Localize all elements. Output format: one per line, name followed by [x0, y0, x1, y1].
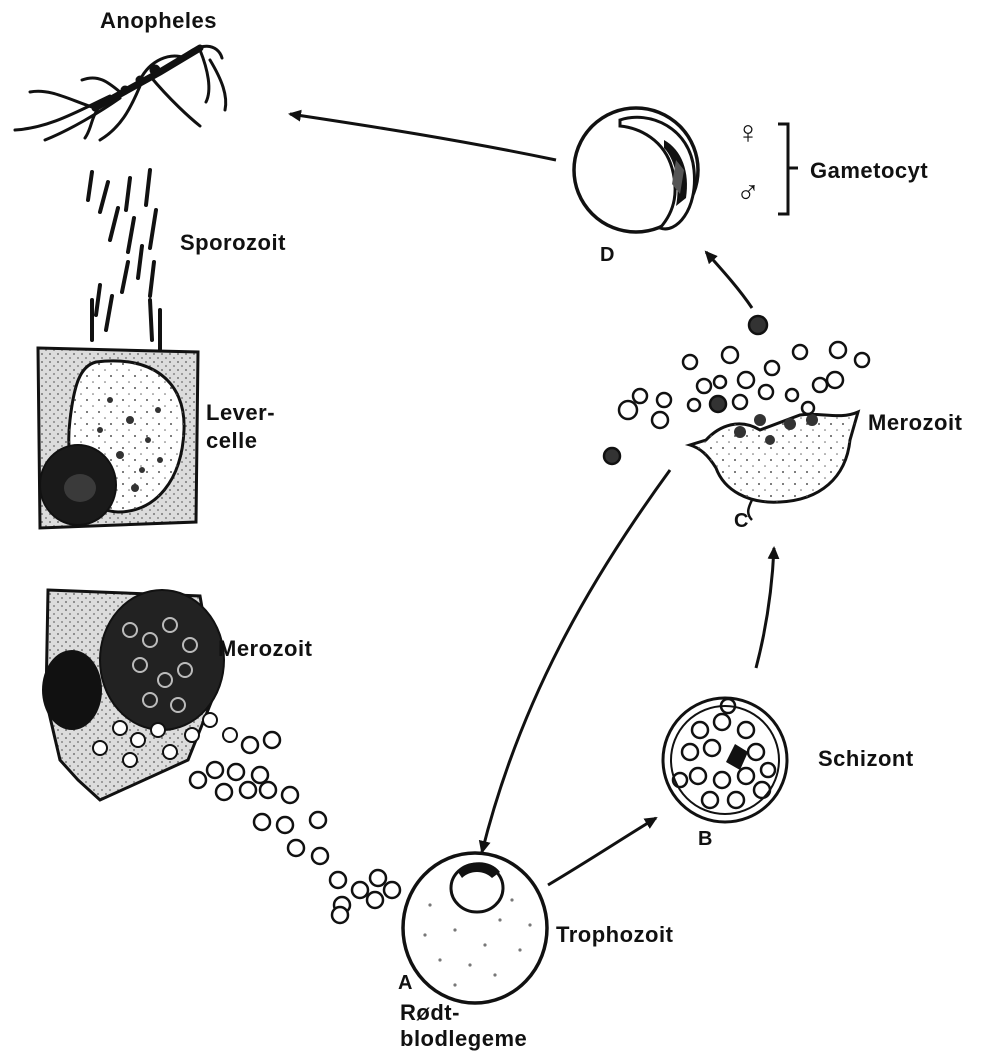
- label-redi-line2: blodlegeme: [400, 1026, 527, 1052]
- stage-letter-c: C: [734, 510, 748, 533]
- arrow-merozoite-to-trophozoite: [482, 470, 670, 852]
- trophozoite-red-blood-cell: [403, 853, 547, 1003]
- female-symbol: ♀: [736, 114, 761, 151]
- liver-cell: [38, 348, 198, 528]
- arrow-schizont-to-rupture: [756, 548, 774, 668]
- label-lever-line1: Lever-: [206, 400, 275, 426]
- stage-letter-a: A: [398, 972, 412, 995]
- gametocyt-bracket: [778, 124, 798, 214]
- label-anopheles: Anopheles: [100, 8, 217, 34]
- arrow-trophozoite-to-schizont: [548, 818, 656, 885]
- gametocyte-cell: [574, 108, 698, 232]
- label-merozoit-liver: Merozoit: [218, 636, 312, 662]
- rupturing-red-blood-cell: [690, 412, 858, 520]
- schizont-cell: [663, 698, 787, 822]
- label-lever-line2: celle: [206, 428, 257, 454]
- label-redi-line1: Rødt-: [400, 1000, 460, 1026]
- arrow-merozoite-to-gametocyte: [706, 252, 752, 308]
- label-sporozoit: Sporozoit: [180, 230, 286, 256]
- stage-letter-d: D: [600, 244, 614, 267]
- label-merozoit-blood: Merozoit: [868, 410, 962, 436]
- sporozoites: [88, 170, 160, 350]
- male-symbol: ♂: [736, 174, 761, 211]
- free-merozoites: [190, 732, 400, 923]
- arrow-gametocyte-to-mosquito: [290, 114, 556, 160]
- anopheles-mosquito: [15, 46, 226, 140]
- label-trophozoit: Trophozoit: [556, 922, 673, 948]
- label-gametocyt: Gametocyt: [810, 158, 928, 184]
- label-schizont: Schizont: [818, 746, 914, 772]
- stage-letter-b: B: [698, 828, 712, 851]
